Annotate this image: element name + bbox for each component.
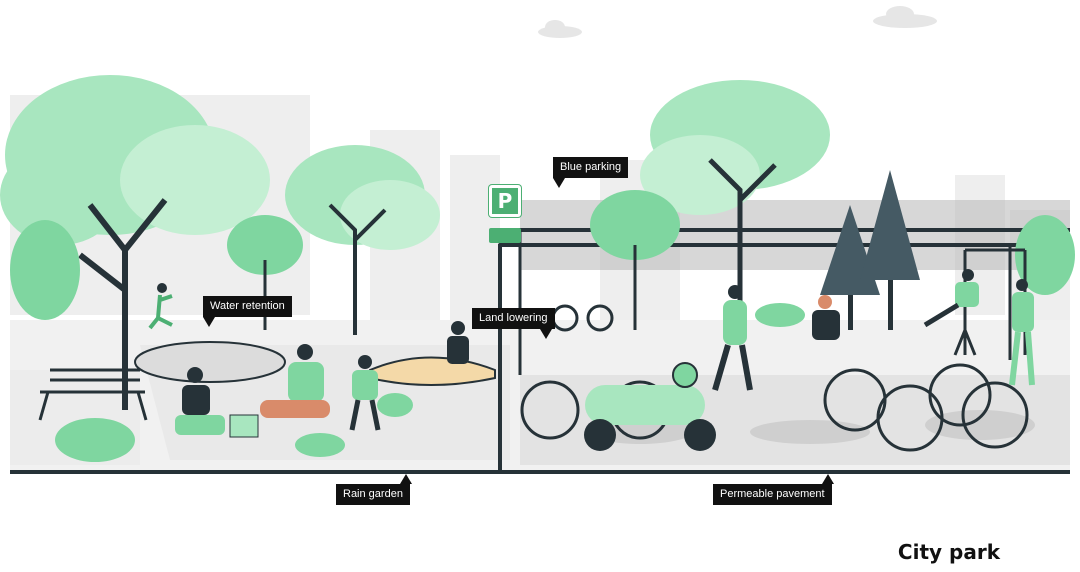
bush-left	[10, 220, 80, 320]
bench-left	[38, 368, 148, 421]
parking-sign-panel	[489, 228, 521, 243]
label-rain-garden: Rain garden	[336, 484, 410, 505]
label-land-lowering: Land lowering	[472, 308, 555, 329]
tree-right-mid	[590, 190, 680, 330]
ground-line	[10, 470, 1070, 474]
cloud-icon	[538, 6, 937, 38]
parking-sign-icon: P	[489, 185, 521, 217]
tree-right-large	[640, 80, 830, 330]
callout-tail	[400, 474, 412, 484]
scooter	[584, 362, 716, 451]
retention-pond	[134, 341, 286, 383]
sandbox	[369, 356, 496, 386]
bush-right	[1015, 215, 1075, 295]
callout-tail	[553, 178, 565, 188]
people-right	[712, 269, 1035, 391]
grass-tufts	[55, 303, 805, 462]
label-blue-parking: Blue parking	[553, 157, 629, 178]
pine-trees	[820, 170, 920, 330]
label-permeable-pavement: Permeable pavement	[713, 484, 832, 505]
callout-tail	[203, 317, 215, 327]
callout-tail	[540, 329, 552, 339]
tree-left-mid	[285, 145, 440, 335]
callout-tail	[822, 474, 834, 484]
page-title: City park	[897, 540, 1000, 564]
tree-left-small	[227, 215, 303, 330]
people-left	[148, 283, 469, 438]
label-water-retention: Water retention	[203, 296, 292, 317]
tree-left-large	[0, 75, 270, 410]
